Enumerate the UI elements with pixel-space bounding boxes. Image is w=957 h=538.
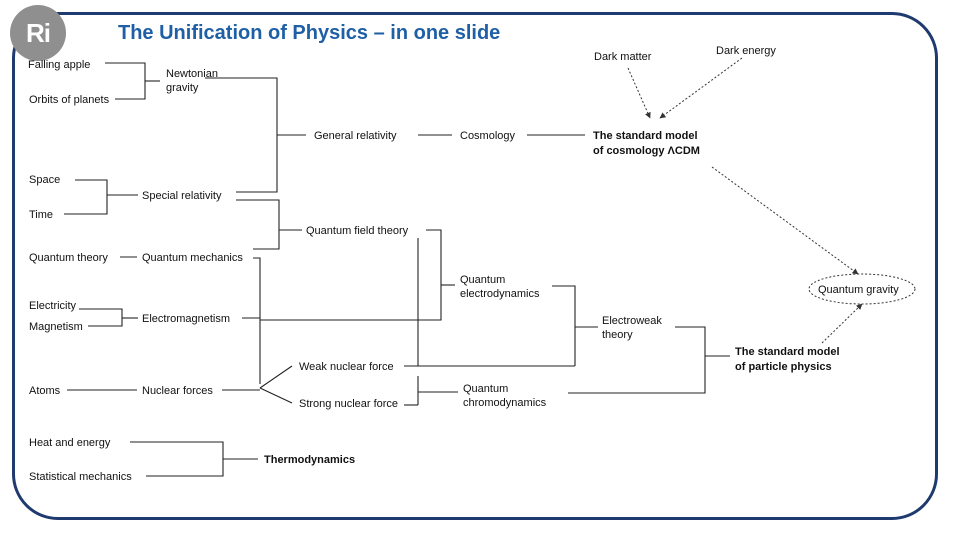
node-time: Time — [29, 209, 53, 221]
node-statistical-mechanics: Statistical mechanics — [29, 471, 132, 483]
node-qed-line1: Quantum — [460, 274, 505, 286]
quantum-gravity-ellipse — [808, 273, 916, 305]
node-qed-line2: electrodynamics — [460, 288, 540, 300]
node-falling-apple: Falling apple — [28, 59, 90, 71]
logo-text: Ri — [26, 17, 51, 48]
node-thermodynamics: Thermodynamics — [264, 454, 355, 466]
node-electricity: Electricity — [29, 300, 77, 312]
node-standard-model-cosmology-line1: The standard model — [593, 130, 698, 142]
node-newtonian-gravity-line1: Newtonian — [166, 68, 218, 80]
node-quantum-theory: Quantum theory — [29, 252, 108, 264]
node-magnetism: Magnetism — [29, 321, 83, 333]
node-standard-model-particle-line1: The standard model — [735, 346, 840, 358]
node-standard-model-cosmology-line2: of cosmology ΛCDM — [593, 145, 700, 157]
node-quantum-gravity: Quantum gravity — [818, 284, 899, 296]
node-electroweak-line2: theory — [602, 329, 633, 341]
node-space: Space — [29, 174, 60, 186]
node-labels: Falling apple Orbits of planets Newtonia… — [28, 45, 899, 483]
node-special-relativity: Special relativity — [142, 190, 222, 202]
node-dark-energy: Dark energy — [716, 45, 776, 57]
node-orbits-of-planets: Orbits of planets — [29, 94, 110, 106]
node-strong-nuclear-force: Strong nuclear force — [299, 398, 398, 410]
node-qcd-line1: Quantum — [463, 383, 508, 395]
node-heat-and-energy: Heat and energy — [29, 437, 111, 449]
node-weak-nuclear-force: Weak nuclear force — [299, 361, 394, 373]
node-quantum-mechanics: Quantum mechanics — [142, 252, 243, 264]
node-dark-matter: Dark matter — [594, 51, 652, 63]
node-general-relativity: General relativity — [314, 130, 397, 142]
node-electroweak-line1: Electroweak — [602, 315, 662, 327]
node-qcd-line2: chromodynamics — [463, 397, 547, 409]
node-nuclear-forces: Nuclear forces — [142, 385, 213, 397]
ri-logo: Ri — [10, 5, 66, 61]
node-cosmology: Cosmology — [460, 130, 516, 142]
slide-title: The Unification of Physics – in one slid… — [118, 22, 501, 44]
node-standard-model-particle-line2: of particle physics — [735, 361, 832, 373]
node-atoms: Atoms — [29, 385, 61, 397]
dotted-arrows — [627, 57, 916, 344]
node-newtonian-gravity-line2: gravity — [166, 82, 199, 94]
node-electromagnetism: Electromagnetism — [142, 313, 230, 325]
node-quantum-field-theory: Quantum field theory — [306, 225, 409, 237]
connector-lines — [64, 62, 730, 477]
slide-frame — [12, 12, 938, 520]
